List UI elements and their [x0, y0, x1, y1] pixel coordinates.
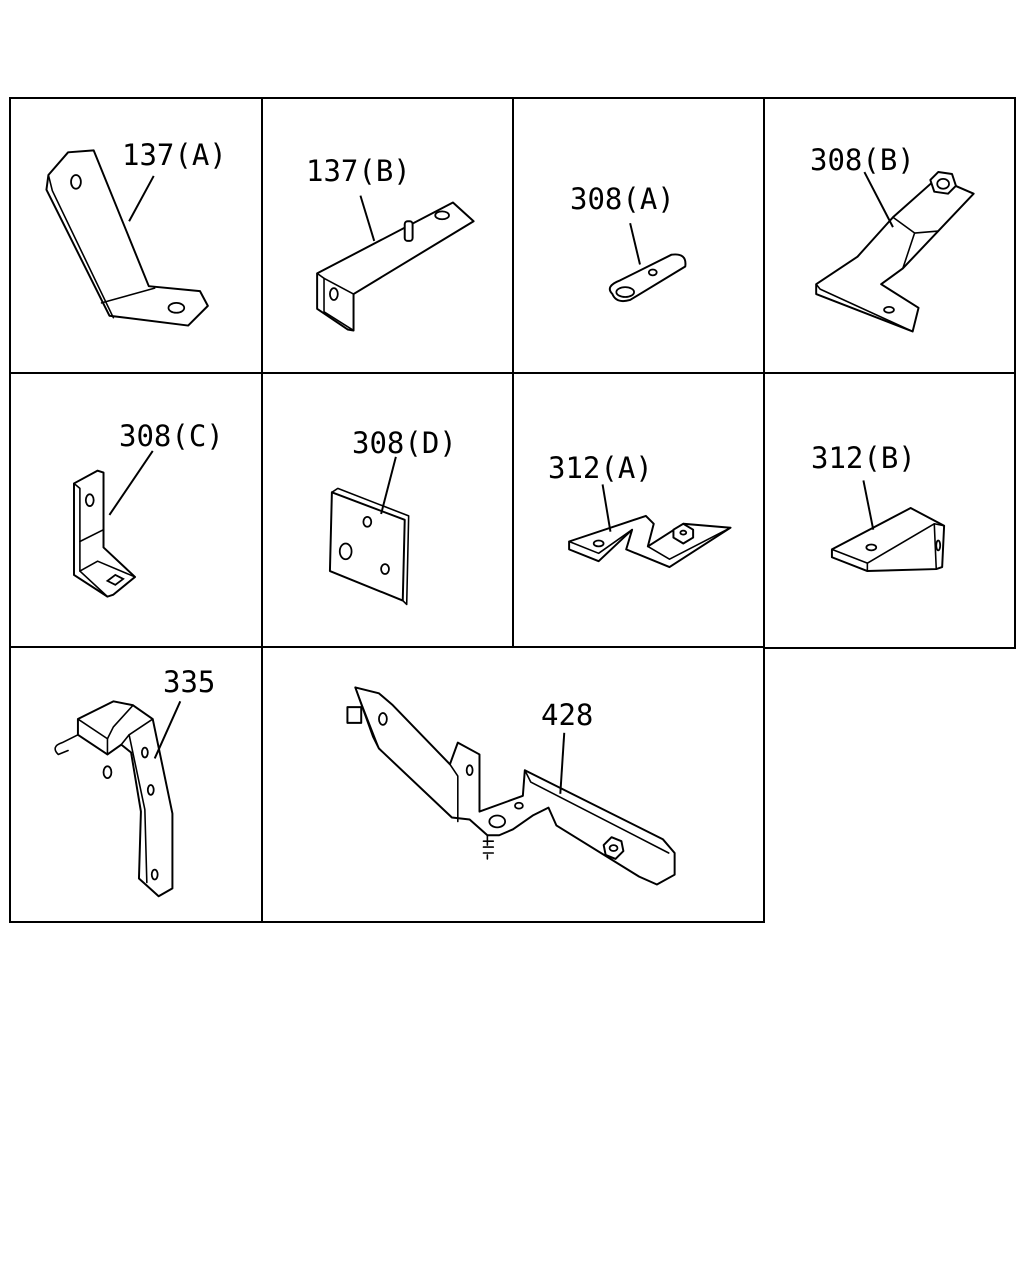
bracket-308a-drawing: [608, 222, 687, 303]
part-cell-308c: 308(C): [9, 372, 263, 649]
part-label-312b: 312(B): [811, 441, 916, 475]
part-cell-308b: 308(B): [763, 97, 1016, 374]
part-cell-312b: 312(B): [763, 372, 1016, 649]
part-label-335: 335: [163, 665, 216, 699]
part-cell-308d: 308(D): [261, 372, 514, 649]
bracket-312a-drawing: [568, 484, 732, 569]
part-label-308d: 308(D): [352, 426, 457, 460]
part-cell-335: 335: [9, 646, 263, 923]
part-label-312a: 312(A): [548, 451, 653, 485]
bracket-308b-drawing: [815, 171, 975, 333]
bracket-308c-drawing: [73, 450, 154, 598]
part-label-428: 428: [541, 698, 594, 732]
part-label-137a: 137(A): [122, 138, 227, 172]
part-label-308c: 308(C): [119, 419, 224, 453]
bracket-308d-drawing: [328, 456, 410, 606]
part-label-308b: 308(B): [810, 143, 915, 177]
part-cell-428: 428: [261, 646, 765, 923]
part-cell-308a: 308(A): [512, 97, 765, 374]
bracket-137a-drawing: [45, 149, 209, 327]
part-cell-137a: 137(A): [9, 97, 263, 374]
part-cell-137b: 137(B): [261, 97, 514, 374]
part-label-137b: 137(B): [306, 154, 411, 188]
bracket-428-drawing: [346, 686, 676, 886]
part-label-308a: 308(A): [570, 182, 675, 216]
part-cell-312a: 312(A): [512, 372, 765, 649]
bracket-137b-drawing: [316, 195, 475, 332]
bracket-335-drawing: [54, 700, 182, 898]
bracket-312b-drawing: [830, 480, 946, 573]
